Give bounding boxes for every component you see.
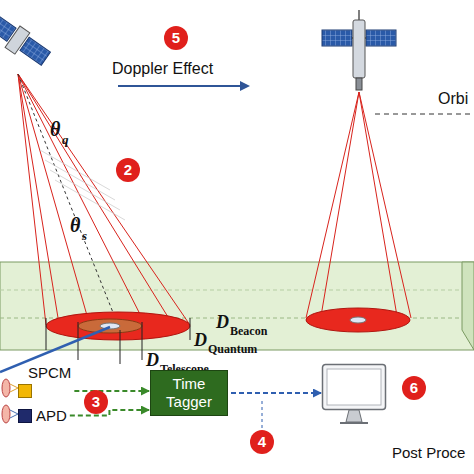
subscript: Quantum bbox=[208, 342, 257, 357]
signal-connector bbox=[70, 410, 149, 416]
right-satellite bbox=[322, 10, 396, 90]
apd-node: APD bbox=[18, 407, 67, 424]
angle-symbol: θ bbox=[70, 214, 80, 237]
subscript: Beacon bbox=[230, 324, 267, 339]
right-footprint bbox=[306, 308, 410, 332]
monitor-caption: Post Proce bbox=[392, 444, 465, 461]
monitor-icon bbox=[322, 364, 386, 426]
doppler-arrow bbox=[118, 85, 248, 87]
detector-label: SPCM bbox=[28, 364, 71, 381]
left-satellite bbox=[0, 10, 53, 70]
callout-number: 3 bbox=[84, 390, 108, 414]
callout-number: 4 bbox=[250, 430, 274, 454]
right-beam bbox=[306, 92, 411, 322]
spcm-node: SPCM bbox=[18, 364, 71, 398]
dimension-symbol: D bbox=[216, 312, 229, 333]
dimension-symbol: D bbox=[146, 350, 159, 371]
signal-connector bbox=[231, 392, 321, 394]
orbit-line bbox=[375, 114, 474, 115]
monitor-node: Post Proce bbox=[322, 364, 386, 410]
detector-label: APD bbox=[36, 407, 67, 424]
atmosphere-hatching bbox=[40, 150, 125, 220]
annotation: Doppler Effect bbox=[112, 60, 213, 78]
beam-lines bbox=[18, 74, 190, 330]
callout-number: 2 bbox=[116, 158, 140, 182]
subscript: s bbox=[82, 228, 87, 244]
box-title: Time Tagger bbox=[159, 375, 219, 411]
tagger-node: Time Tagger bbox=[150, 370, 228, 416]
receiver-optics bbox=[2, 379, 18, 423]
leader-line bbox=[262, 400, 263, 428]
spcm-detector bbox=[18, 384, 32, 398]
annotation: Orbi bbox=[438, 90, 468, 108]
ground-plane bbox=[0, 262, 474, 350]
angle-symbol: θ bbox=[50, 118, 60, 141]
left-footprint bbox=[46, 312, 190, 364]
dimension-symbol: D bbox=[194, 330, 207, 351]
callout-number: 5 bbox=[164, 26, 188, 50]
apd-detector bbox=[18, 409, 32, 423]
signal-connector bbox=[74, 390, 149, 392]
callout-number: 6 bbox=[402, 376, 426, 400]
subscript: q bbox=[62, 132, 69, 148]
